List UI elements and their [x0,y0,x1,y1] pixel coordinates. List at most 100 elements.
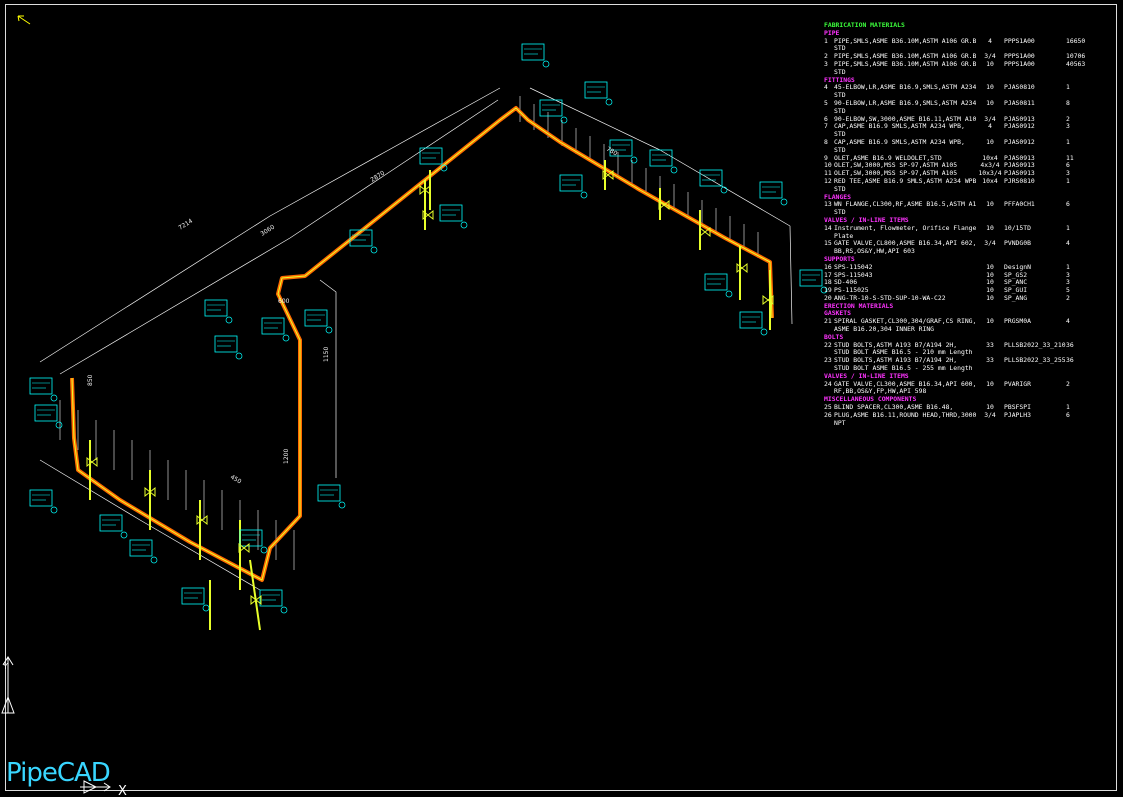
bom-cell-desc: BLIND SPACER,CL300,ASME B16.48, [834,404,954,412]
tag-bubble [50,394,58,402]
bom-cell-qty: 4 [1066,240,1070,248]
tag-box [129,539,153,557]
bom-cell-desc: SPS-115042 [834,263,873,271]
bom-cell-code: PFFA0CH1 [1004,201,1035,209]
bom-cell-desc: 90-ELBOW,LR,ASME B16.9,SMLS,ASTM A234 WP… [834,99,976,107]
bom-cell-desc: OLET,SW,3000,MSS SP-97,ASTM A105 [834,170,958,178]
tag-bubble [720,186,728,194]
bom-cell-code: PJAS0913 [1004,115,1035,123]
bom-cell-code: PPPS1A00 [1004,37,1035,45]
bom-cell-size: 33 [986,341,994,349]
bom-cell-size: 10 [986,60,994,68]
bom-row-continuation: Plate [834,231,854,240]
bom-cell-code: SP_ANC [1004,279,1028,287]
tag-box [799,269,823,287]
bom-title: FABRICATION MATERIALS [824,21,905,29]
bom-cell-size: 4 [988,123,992,131]
bom-cell-no: 18 [824,279,832,287]
bom-cell-size: 10 [986,84,994,92]
tag-bubble [225,316,233,324]
bom-cell-qty: 8 [1066,99,1070,107]
tag-bubble [280,606,288,614]
bom-cell-no: 6 [824,115,828,123]
tag-box [34,404,58,422]
bom-cell-desc: WN FLANGE,CL300,RF,ASME B16.5,ASTM A105, [834,201,976,209]
dimension-label: 780 [605,146,619,158]
tag-box [704,273,728,291]
bom-cell-qty: 5 [1066,287,1070,295]
bom-row-continuation: RF,BB,OS&Y,FP,HW,API 598 [834,387,927,396]
bom-cell-no: 11 [824,170,832,178]
bom-cell-code: PPPS1A00 [1004,53,1035,61]
tag-bubble [50,506,58,514]
dimension-label: 1150 [323,347,330,362]
tag-box [419,147,443,165]
bom-cell-qty: 3 [1066,170,1070,178]
bom-cell-desc: SPIRAL GASKET,CL300,304/GRAF,CS RING, [834,318,976,326]
bom-section-heading: ERECTION MATERIALS [824,301,894,310]
bom-cell-size: 3/4 [984,53,996,61]
bom-row-continuation: STD [834,145,846,154]
tag-box [204,299,228,317]
bom-row-continuation: STD [834,106,846,115]
bom-row-continuation: BB,RS,OS&Y,HW,API 603 [834,247,915,256]
valve-symbol [86,456,98,468]
bom-cell-qty: 10706 [1066,53,1086,61]
bom-section-heading: FLANGES [824,192,851,201]
bom-cell-size: 10x4 [982,154,998,162]
bom-section-heading: FITTINGS [824,75,855,84]
valve-symbol [736,262,748,274]
bom-row-continuation: STD [834,130,846,139]
tag-box [181,587,205,605]
valve-symbol [422,209,434,221]
tag-bubble [542,60,550,68]
bom-cell-qty: 3 [1066,123,1070,131]
bom-cell-qty: 6 [1066,411,1070,419]
bom-row-continuation: STUD BOLT ASME B16.5 - 255 mm Length [834,364,973,373]
bom-cell-code: 10/15TD [1004,224,1031,232]
bom-cell-qty: 1 [1066,138,1070,146]
bom-cell-no: 4 [824,84,828,92]
svg-text:Y: Y [2,662,8,671]
tag-bubble [370,246,378,254]
bom-cell-desc: OLET,SW,3000,MSS SP-97,ASTM A105 [834,162,958,170]
tag-box [259,589,283,607]
bom-cell-code: PRGSM0A [1004,318,1031,326]
tag-box [539,99,563,117]
bom-cell-code: PJAS0913 [1004,162,1035,170]
tag-box [649,149,673,167]
valve-symbol [196,514,208,526]
bom-section-heading: BOLTS [824,332,844,341]
bom-section-heading: SUPPORTS [824,254,855,263]
bom-cell-code: PVNDG0B [1004,240,1031,248]
bom-cell-no: 16 [824,263,832,271]
tag-bubble [780,198,788,206]
tag-box [261,317,285,335]
tag-box [739,311,763,329]
bom-cell-code: SP_ANG [1004,294,1028,302]
bom-cell-qty: 6 [1066,162,1070,170]
bom-cell-no: 24 [824,380,832,388]
bom-cell-no: 2 [824,53,828,61]
bom-cell-size: 4 [988,37,992,45]
bom-cell-no: 7 [824,123,828,131]
bom-cell-qty: 3 [1066,271,1070,279]
bom-cell-qty: 1 [1066,177,1070,185]
